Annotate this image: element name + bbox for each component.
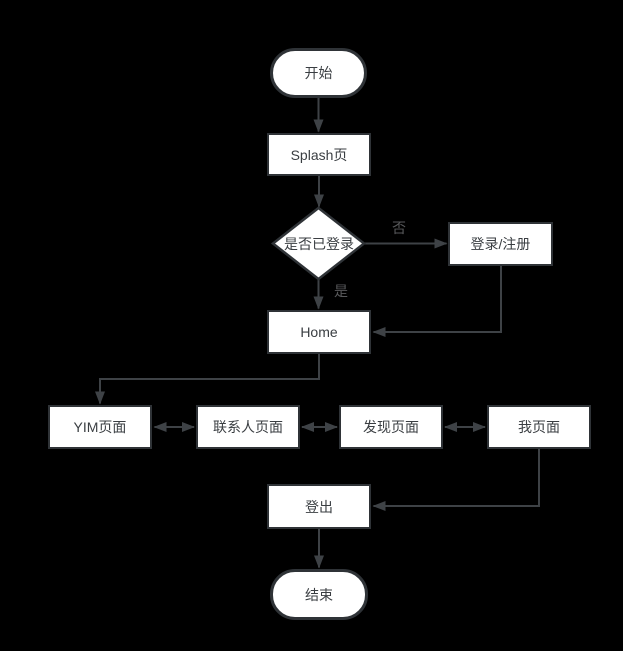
node-login-register-label: 登录/注册 [470, 236, 531, 252]
decision-diamond-shape [270, 206, 367, 281]
node-home: Home [267, 310, 371, 354]
connector-login-home [372, 266, 502, 337]
node-login-register: 登录/注册 [448, 222, 553, 266]
node-start: 开始 [270, 48, 367, 98]
node-logout: 登出 [267, 484, 371, 529]
node-logout-label: 登出 [305, 498, 333, 515]
node-decision: 是否已登录 [273, 209, 365, 278]
node-discover-page: 发现页面 [339, 405, 443, 449]
node-me-page-label: 我页面 [518, 419, 560, 435]
connector-home-yim [95, 354, 320, 405]
edge-label-yes: 是 [334, 283, 348, 299]
node-splash-label: Splash页 [290, 146, 348, 163]
node-me-page: 我页面 [487, 405, 591, 449]
node-contacts-page-label: 联系人页面 [213, 419, 283, 435]
node-end: 结束 [270, 569, 368, 620]
node-decision-label: 是否已登录 [284, 235, 354, 252]
node-contacts-page: 联系人页面 [196, 405, 300, 449]
node-splash: Splash页 [267, 133, 371, 176]
node-end-label: 结束 [305, 586, 333, 603]
node-home-label: Home [300, 324, 338, 340]
edge-label-no: 否 [392, 220, 406, 236]
connector-me-logout [372, 449, 540, 511]
node-discover-page-label: 发现页面 [363, 419, 419, 435]
node-yim-page: YIM页面 [48, 405, 152, 449]
node-yim-page-label: YIM页面 [73, 419, 127, 435]
node-start-label: 开始 [304, 65, 333, 81]
